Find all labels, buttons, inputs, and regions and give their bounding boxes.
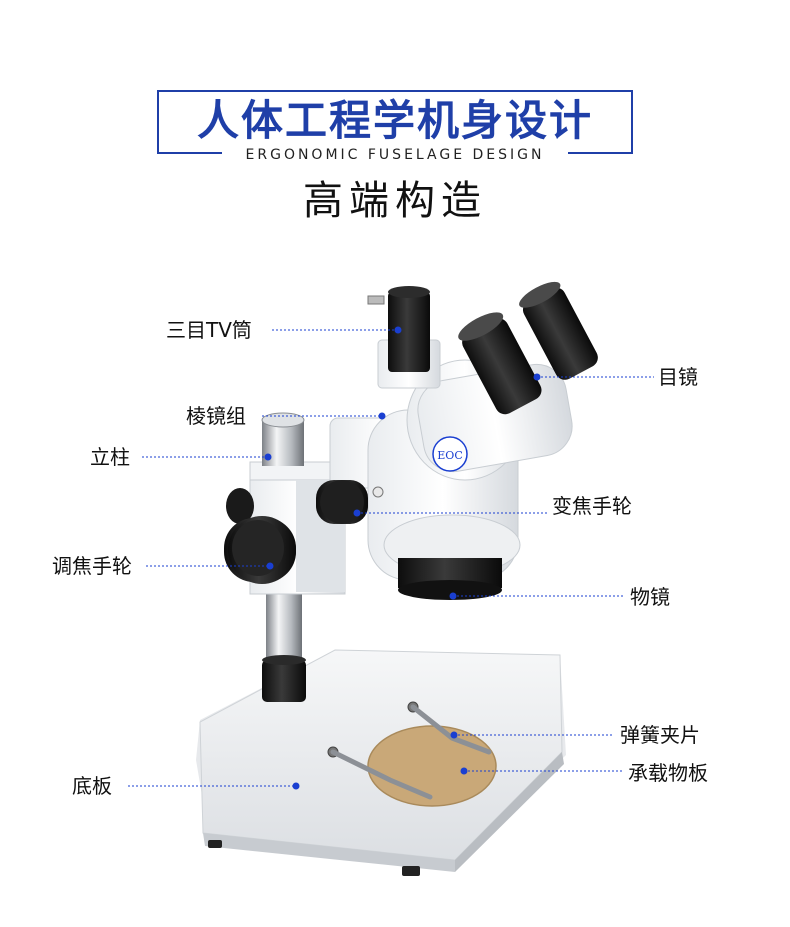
pillar (262, 590, 306, 702)
section-title: 高端构造 (303, 178, 487, 224)
stage-plate-disc (367, 725, 497, 807)
label-spring-clip: 弹簧夹片 (620, 723, 700, 747)
page-title: 人体工程学机身设计 (196, 96, 593, 145)
label-pillar: 立柱 (90, 445, 130, 469)
focus-rack (249, 461, 346, 595)
label-base: 底板 (72, 774, 112, 798)
zoom-knob-graphic (316, 480, 384, 524)
page-subtitle: ERGONOMIC FUSELAGE DESIGN (222, 146, 568, 164)
label-eyepiece: 目镜 (658, 365, 698, 389)
brand-badge: EOC (437, 449, 462, 462)
leader-lines (128, 329, 654, 787)
label-objective: 物镜 (630, 585, 670, 609)
label-prism-group: 棱镜组 (186, 404, 246, 428)
pillar-cap (261, 412, 305, 466)
binocular-head: EOC (406, 359, 573, 481)
label-zoom-knob: 变焦手轮 (552, 494, 632, 518)
spring-clips (327, 701, 492, 800)
trinocular-tube-graphic (367, 286, 441, 389)
label-trinocular-tube: 三目TV筒 (166, 318, 252, 342)
label-stage-plate: 承载物板 (628, 761, 708, 785)
leader-dots (264, 326, 541, 790)
label-focus-knob: 调焦手轮 (52, 554, 132, 578)
eyepieces-graphic (458, 281, 598, 415)
